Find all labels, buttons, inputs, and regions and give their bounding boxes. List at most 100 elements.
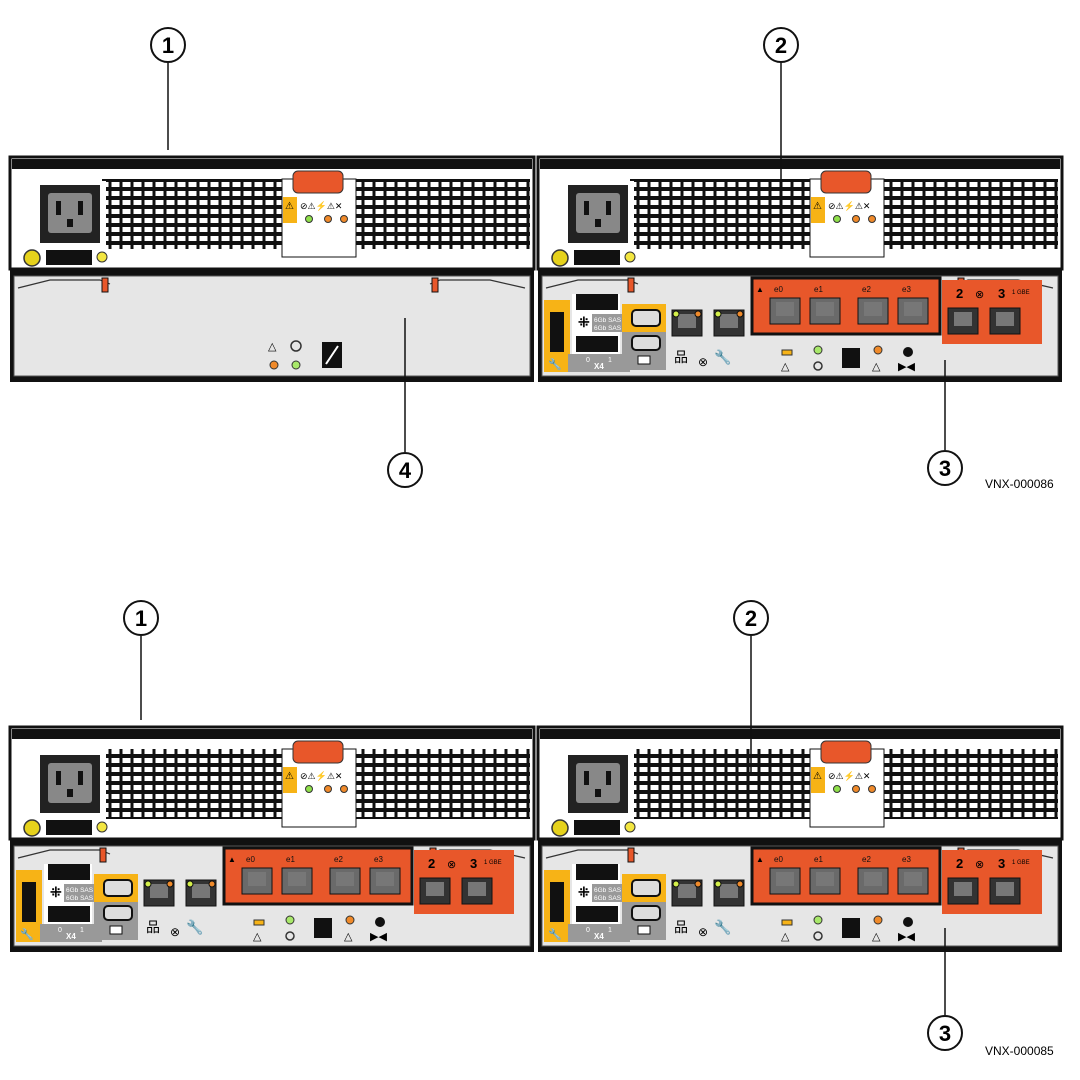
captive-screw-icon xyxy=(23,819,41,837)
service-serial-port[interactable] xyxy=(631,309,661,327)
unsafe-icon: △ xyxy=(872,931,881,943)
fault-icon: △ xyxy=(781,931,790,943)
rj45-port-opening xyxy=(426,882,444,896)
sas-port0-label: 0 xyxy=(58,927,62,934)
unsafe-icon: △ xyxy=(344,931,353,943)
rj45-port-opening xyxy=(816,302,834,316)
usb-slot xyxy=(550,312,564,352)
psu-led xyxy=(305,785,313,793)
identify-icon xyxy=(903,347,913,357)
port-label-2: 2 xyxy=(956,856,963,871)
psu-latch-handle[interactable] xyxy=(820,170,872,194)
sas-port-1[interactable] xyxy=(48,906,90,922)
rj45-port-opening xyxy=(678,884,696,898)
callout-number: 3 xyxy=(939,456,951,481)
callout-number: 4 xyxy=(399,458,412,483)
rj45-port-opening xyxy=(678,314,696,328)
inlet-pin xyxy=(606,771,611,785)
identify-icon: ▶◀ xyxy=(898,931,915,943)
filler-latch xyxy=(431,277,439,293)
warning-icon: ▲ xyxy=(756,855,764,864)
callout-circle xyxy=(927,450,963,486)
sas-label: 6Gb SAS xyxy=(594,887,622,894)
release-tab-mark xyxy=(325,345,339,365)
port-led xyxy=(186,880,194,888)
power-supply[interactable]: ⚠⊘⚠⚡⚠✕ xyxy=(8,155,536,271)
sas-port-0[interactable] xyxy=(48,864,90,880)
figure-id-label: VNX-000085 xyxy=(985,1044,1054,1058)
sas-port-0[interactable] xyxy=(576,864,618,880)
psu-label-plate xyxy=(46,820,92,835)
port-label-e1: e1 xyxy=(286,855,295,864)
no-service-icon: ⊗ xyxy=(698,925,708,939)
psu-power-led xyxy=(624,251,636,263)
serial-port[interactable] xyxy=(631,905,661,921)
port-led xyxy=(672,310,680,318)
identify-icon xyxy=(375,917,385,927)
sas-port-1[interactable] xyxy=(576,336,618,352)
fault-icon: △ xyxy=(781,361,790,373)
unsafe-icon: △ xyxy=(872,361,881,373)
callout-1: 1 xyxy=(150,27,186,150)
rj45-port-opening xyxy=(336,872,354,886)
power-supply[interactable]: ⚠⊘⚠⚡⚠✕ xyxy=(8,725,536,841)
sp-latch xyxy=(99,847,107,863)
power-icon xyxy=(285,931,295,941)
sas-label: 6Gb SAS xyxy=(594,325,622,332)
service-serial-port[interactable] xyxy=(103,879,133,897)
port-label-e1: e1 xyxy=(814,855,823,864)
x4-label: X4 xyxy=(594,932,604,941)
port-led xyxy=(694,880,702,888)
unsafe-led xyxy=(873,915,883,925)
filler-face xyxy=(13,275,531,377)
no-service-icon: ⊗ xyxy=(975,289,984,301)
psu-status-icons: ⊘⚠⚡⚠✕ xyxy=(828,770,870,782)
callout-3: 3 xyxy=(927,360,963,486)
port-label-e1: e1 xyxy=(814,285,823,294)
serial-port[interactable] xyxy=(103,905,133,921)
sas-port0-label: 0 xyxy=(586,357,590,364)
psu-latch-handle[interactable] xyxy=(292,740,344,764)
serial-port-icon xyxy=(109,925,123,935)
unsafe-to-remove-icon xyxy=(314,918,332,938)
port-led xyxy=(144,880,152,888)
sas-port1-label: 1 xyxy=(80,927,84,934)
callout-3: 3 xyxy=(927,928,963,1051)
filler-latch xyxy=(101,277,109,293)
psu-led xyxy=(833,215,841,223)
filler-panel: △ xyxy=(10,270,534,382)
psu-top-strip xyxy=(12,159,532,169)
inlet-pin xyxy=(584,201,589,215)
sas-port1-label: 1 xyxy=(608,357,612,364)
network-icon: 品 xyxy=(146,919,160,935)
power-supply[interactable]: ⚠⊘⚠⚡⚠✕ xyxy=(536,155,1064,271)
psu-led xyxy=(833,785,841,793)
port-label-e0: e0 xyxy=(774,285,783,294)
inlet-ground-pin xyxy=(67,219,73,227)
rj45-port-opening xyxy=(248,872,266,886)
sas-port1-label: 1 xyxy=(608,927,612,934)
sas-label-bg xyxy=(592,884,624,902)
inlet-ground-pin xyxy=(595,219,601,227)
fault-led xyxy=(253,919,265,926)
service-serial-port[interactable] xyxy=(631,879,661,897)
power-supply[interactable]: ⚠⊘⚠⚡⚠✕ xyxy=(536,725,1064,841)
sas-port-1[interactable] xyxy=(576,906,618,922)
psu-latch-handle[interactable] xyxy=(292,170,344,194)
captive-screw-icon xyxy=(23,249,41,267)
rj45-port-opening xyxy=(954,312,972,326)
psu-led xyxy=(852,215,860,223)
sas-x4-bg xyxy=(568,354,630,372)
gbe-label: 1 GBE xyxy=(484,860,502,866)
unsafe-to-remove-icon xyxy=(842,918,860,938)
callout-circle xyxy=(387,452,423,488)
power-led xyxy=(291,360,301,370)
psu-latch-handle[interactable] xyxy=(820,740,872,764)
serial-port[interactable] xyxy=(631,335,661,351)
port-led xyxy=(736,310,744,318)
fault-icon: △ xyxy=(268,341,277,353)
sas-port-0[interactable] xyxy=(576,294,618,310)
power-led xyxy=(285,915,295,925)
